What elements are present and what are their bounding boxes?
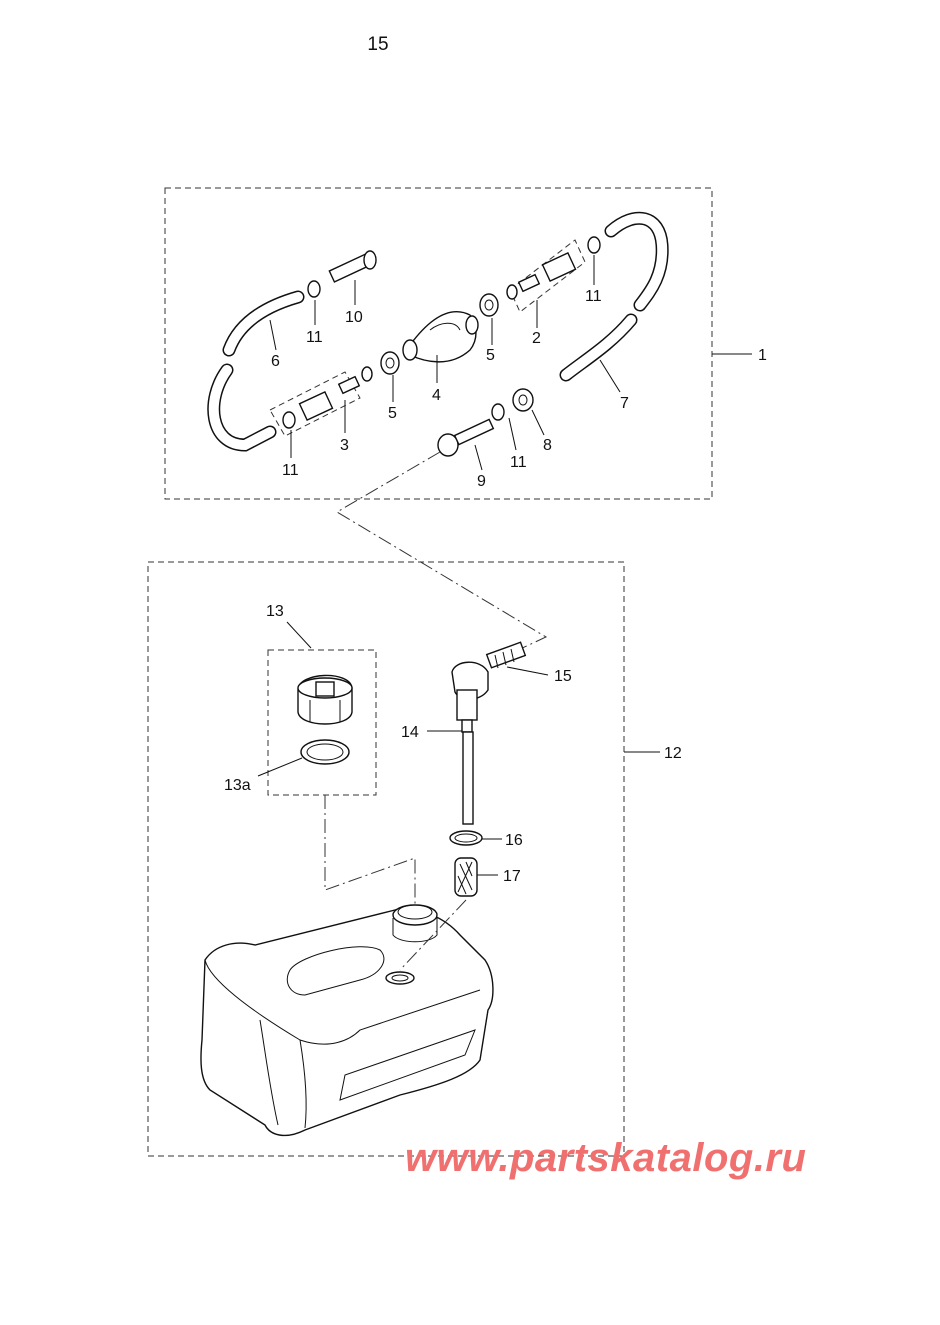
clamp-5-right [479,293,499,317]
callout-4: 4 [432,387,441,404]
callout-8: 8 [543,437,552,454]
primer-bulb-4 [402,310,479,363]
callout-15: 15 [554,668,572,685]
callout-11-bottom-left: 11 [282,462,299,479]
callout-12: 12 [664,745,682,762]
callout-6: 6 [271,353,280,370]
pickup-tube-14 [451,661,489,825]
fuel-line-assembly-frame [164,187,713,500]
fuel-tank [200,904,494,1137]
watermark: www.partskatalog.ru [405,1136,807,1180]
leader-lines-group-1 [269,255,752,471]
cap-alignment-line [324,795,416,905]
callout-1: 1 [758,347,767,364]
clamp-5-left [380,351,400,375]
hose-7 [559,211,669,382]
page-number: 15 [367,34,389,55]
fitting-10 [328,250,377,283]
filter-alignment-line [399,899,467,971]
callout-5-right: 5 [486,347,495,364]
clip-11-top-left [307,280,321,298]
connection-line [336,451,548,658]
callout-13a: 13a [224,777,251,794]
callout-2: 2 [532,330,541,347]
clip-11-bottom-left [282,411,296,429]
callout-16: 16 [505,832,523,849]
fitting-9 [437,418,495,457]
callout-9: 9 [477,473,486,490]
callout-3: 3 [340,437,349,454]
callout-5-left: 5 [388,405,397,422]
callout-11-bottom-center: 11 [510,454,527,471]
connector-3 [269,371,361,437]
fitting-15 [485,641,527,669]
cap-13-frame [267,649,377,796]
filter-17 [454,857,478,897]
callout-13: 13 [266,603,284,620]
clamp-8 [512,388,534,412]
o-ring-13a [300,739,350,765]
callout-10: 10 [345,309,363,326]
connector-2 [509,239,586,313]
clip-11-center [361,284,518,382]
fuel-tank-assembly-frame [147,561,625,1157]
callout-11-top-left: 11 [306,329,323,346]
clip-11-top-right [587,236,601,254]
fuel-cap-13 [297,674,353,725]
leader-lines-group-12 [257,621,660,876]
clip-11-bottom-center [491,403,505,421]
hose-6 [207,290,305,452]
callout-17: 17 [503,868,521,885]
callout-14: 14 [401,724,419,741]
callout-11-top-right: 11 [585,288,602,305]
o-ring-16 [449,830,483,846]
callout-7: 7 [620,395,629,412]
